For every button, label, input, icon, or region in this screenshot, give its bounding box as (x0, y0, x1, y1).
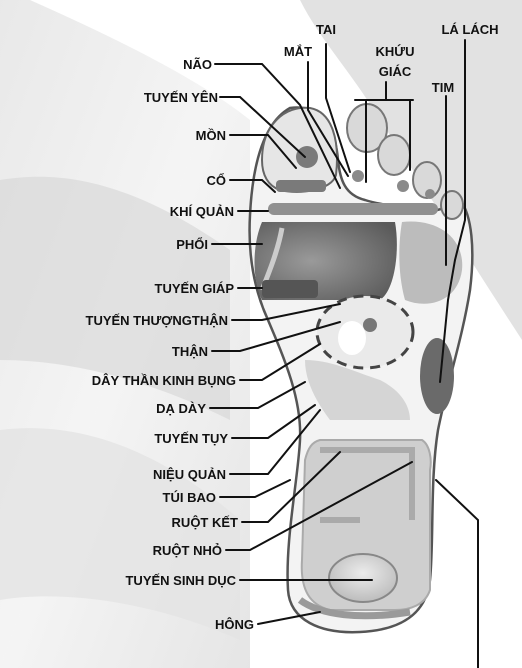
toe-dot-1 (352, 170, 364, 182)
label-khuu-giac-1: KHỨU (376, 44, 415, 59)
kidney-light (338, 321, 366, 355)
label-da-day: DẠ DÀY (156, 401, 206, 416)
trachea-band (268, 203, 438, 215)
label-than: THẬN (172, 344, 208, 359)
brain-spot (296, 146, 318, 168)
label-hong: HÔNG (215, 617, 254, 632)
label-ruot-ket: RUỘT KẾT (172, 515, 239, 530)
label-khi-quan: KHÍ QUẢN (170, 204, 234, 219)
adrenal-spot (363, 318, 377, 332)
label-tuyen-yen: TUYẾN YÊN (144, 90, 218, 105)
label-mon: MỒN (196, 128, 226, 143)
toe-dot-3 (425, 189, 435, 199)
label-tuyen-giap: TUYẾN GIÁP (155, 281, 235, 296)
label-la-lach: LÁ LÁCH (441, 22, 498, 37)
label-mat: MẮT (284, 44, 312, 59)
spleen-oval (420, 338, 454, 414)
label-khuu-giac-2: GIÁC (379, 64, 412, 79)
heel-spot (329, 554, 397, 602)
toe-3 (378, 135, 410, 175)
label-nieu-quan: NIỆU QUẢN (153, 467, 226, 482)
neck-band (276, 180, 326, 192)
label-nao: NÃO (183, 57, 212, 72)
label-day-than-kinh-bung: DÂY THẦN KINH BỤNG (92, 373, 236, 388)
label-tai: TAI (316, 22, 336, 37)
label-phoi: PHỔI (176, 237, 208, 252)
label-tuyen-tuy: TUYẾN TỤY (154, 431, 228, 446)
label-tuyen-sinh-duc: TUYẾN SINH DỤC (125, 573, 236, 588)
label-co: CỔ (207, 173, 227, 188)
thyroid-gland (262, 280, 318, 298)
label-tim: TIM (432, 80, 454, 95)
label-tui-bao: TÚI BAO (163, 490, 216, 505)
toe-5 (441, 191, 463, 219)
label-tuyen-thuong-than: TUYẾN THƯỢNGTHẬN (86, 313, 228, 328)
toe-dot-2 (397, 180, 409, 192)
label-ruot-nho: RUỘT NHỎ (153, 543, 222, 558)
